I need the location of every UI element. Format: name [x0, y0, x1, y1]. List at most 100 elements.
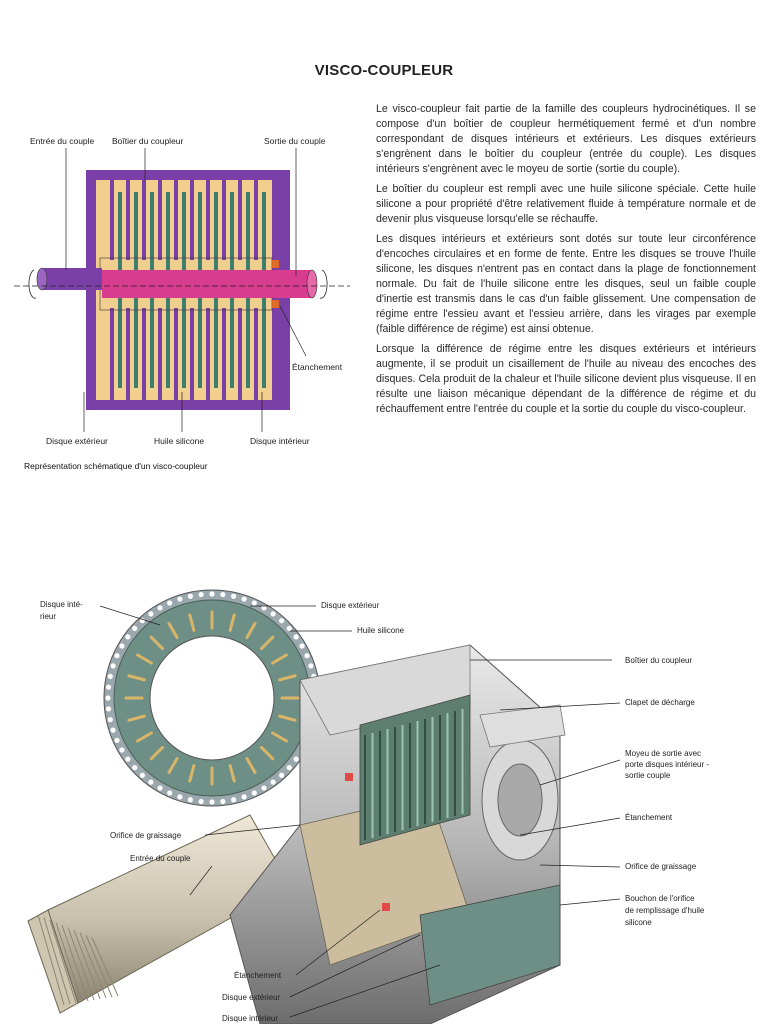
inner-disc-plate: [230, 298, 234, 388]
inner-disc-plate: [214, 192, 218, 270]
inner-disc-plate: [166, 192, 170, 270]
disc-slot: [136, 653, 153, 665]
disc-tooth: [110, 663, 116, 669]
disc-tooth: [157, 785, 163, 791]
paragraph-2: Le boîtier du coupleur est rempli avec u…: [376, 183, 756, 225]
inner-disc-plate: [166, 298, 170, 388]
seal-bottom: [272, 300, 279, 308]
disc-slots: [105, 591, 319, 805]
disc-tooth: [241, 596, 247, 602]
label-inner-disc-top-1: Disque inté-: [40, 600, 83, 609]
disc-tooth: [231, 593, 237, 599]
disc-tooth: [187, 593, 193, 599]
outer-disc-plate: [110, 308, 114, 400]
thread-line: [73, 929, 101, 1000]
disc-tooth: [209, 591, 215, 597]
disc-tooth: [231, 797, 237, 803]
disc-slot: [167, 757, 179, 774]
label-plug-2: de remplissage d'huile: [625, 906, 705, 915]
disc-tooth: [105, 706, 112, 712]
inner-disc-plate: [230, 192, 234, 270]
thread-line: [43, 917, 71, 1005]
disc-tooth: [220, 798, 226, 805]
disc-tooth: [177, 794, 183, 800]
disc-slot: [259, 745, 275, 761]
label-housing: Boîtier du coupleur: [112, 136, 184, 146]
disc-tooth: [114, 737, 120, 743]
label-input-torque: Entrée du couple: [30, 136, 95, 146]
disc-tooth: [198, 798, 204, 805]
inner-disc-plate: [246, 298, 250, 388]
input-shaft: [27, 814, 291, 1014]
rotation-arrow-left-icon: [28, 269, 37, 299]
outer-disc-plate: [142, 180, 146, 260]
disc-tooth: [220, 591, 226, 598]
disc-slot: [278, 714, 297, 722]
label-plug-1: Bouchon de l'orifice: [625, 894, 695, 903]
disc-tooth: [110, 727, 116, 733]
outer-disc-plate: [222, 308, 226, 400]
label-outer-disc: Disque extérieur: [46, 436, 108, 446]
disc-tooth: [286, 625, 292, 632]
disc-tooth: [139, 772, 146, 778]
disc-tooth: [105, 695, 111, 701]
inner-disc-plate: [198, 298, 202, 388]
paragraph-1: Le visco-coupleur fait partie de la fami…: [376, 103, 756, 175]
disc-slot: [228, 613, 236, 632]
disc-tooth: [251, 790, 257, 796]
disc-tooth: [241, 794, 247, 800]
label-silicone: Huile silicone: [154, 436, 204, 446]
inner-disc-plate: [246, 192, 250, 270]
label-seal-right: Étanchement: [625, 813, 673, 822]
cutaway-illustration: Disque inté- rieur Disque extérieur Huil…: [27, 589, 709, 1024]
label-seal: Étanchement: [292, 362, 343, 372]
disc-tooth: [304, 653, 310, 659]
disc-tooth: [125, 634, 131, 640]
diagram-caption: Représentation schématique d'un visco-co…: [24, 461, 208, 471]
disc-tooth: [278, 772, 285, 778]
disc-tooth: [167, 600, 173, 606]
disc-tooth: [139, 618, 146, 624]
disc-slot: [149, 635, 165, 651]
disc-tooth: [251, 600, 257, 606]
thread-line: [67, 927, 95, 1001]
disc-tooth: [107, 673, 113, 679]
label-relief-valve: Clapet de décharge: [625, 698, 695, 707]
label-outer-disc-top: Disque extérieur: [321, 601, 380, 610]
disc-tooth: [105, 684, 112, 690]
disc-slot: [149, 745, 165, 761]
outer-disc-plate: [110, 180, 114, 260]
schematic-diagram: Entrée du couple Boîtier du coupleur Sor…: [14, 136, 350, 446]
disc-tooth: [157, 605, 163, 611]
outer-disc-plate: [222, 180, 226, 260]
disc-slot: [167, 622, 179, 639]
disc-tooth: [167, 790, 173, 796]
outer-disc-plate: [238, 180, 242, 260]
disc-tooth: [132, 764, 138, 771]
thread-line: [79, 932, 107, 999]
output-shaft-end: [306, 269, 318, 299]
inner-disc-plate: [182, 192, 186, 270]
inner-disc-plate: [118, 192, 122, 270]
label-inner-disc-top-2: rieur: [40, 612, 56, 621]
disc-tooth: [198, 591, 204, 598]
paragraph-3: Les disques intérieurs et extérieurs son…: [376, 233, 756, 335]
outer-disc-ring: [103, 589, 321, 807]
disc-slot: [127, 674, 146, 682]
label-lube-left: Orifice de graissage: [110, 831, 182, 840]
thread-line: [85, 934, 113, 998]
disc-tooth: [187, 797, 193, 803]
disc-tooth: [119, 747, 125, 753]
coupler-housing: [229, 644, 566, 1024]
disc-tooth: [132, 625, 138, 632]
outer-disc-plate: [190, 308, 194, 400]
disc-slot: [259, 635, 275, 651]
outer-disc-plate: [142, 308, 146, 400]
outer-disc-plate: [126, 180, 130, 260]
disc-tooth: [278, 618, 285, 624]
inner-disc-plate: [214, 298, 218, 388]
disc-slot: [278, 674, 297, 682]
disc-tooth: [209, 799, 215, 805]
disc-tooth: [148, 779, 154, 785]
thread-line: [37, 914, 65, 1006]
